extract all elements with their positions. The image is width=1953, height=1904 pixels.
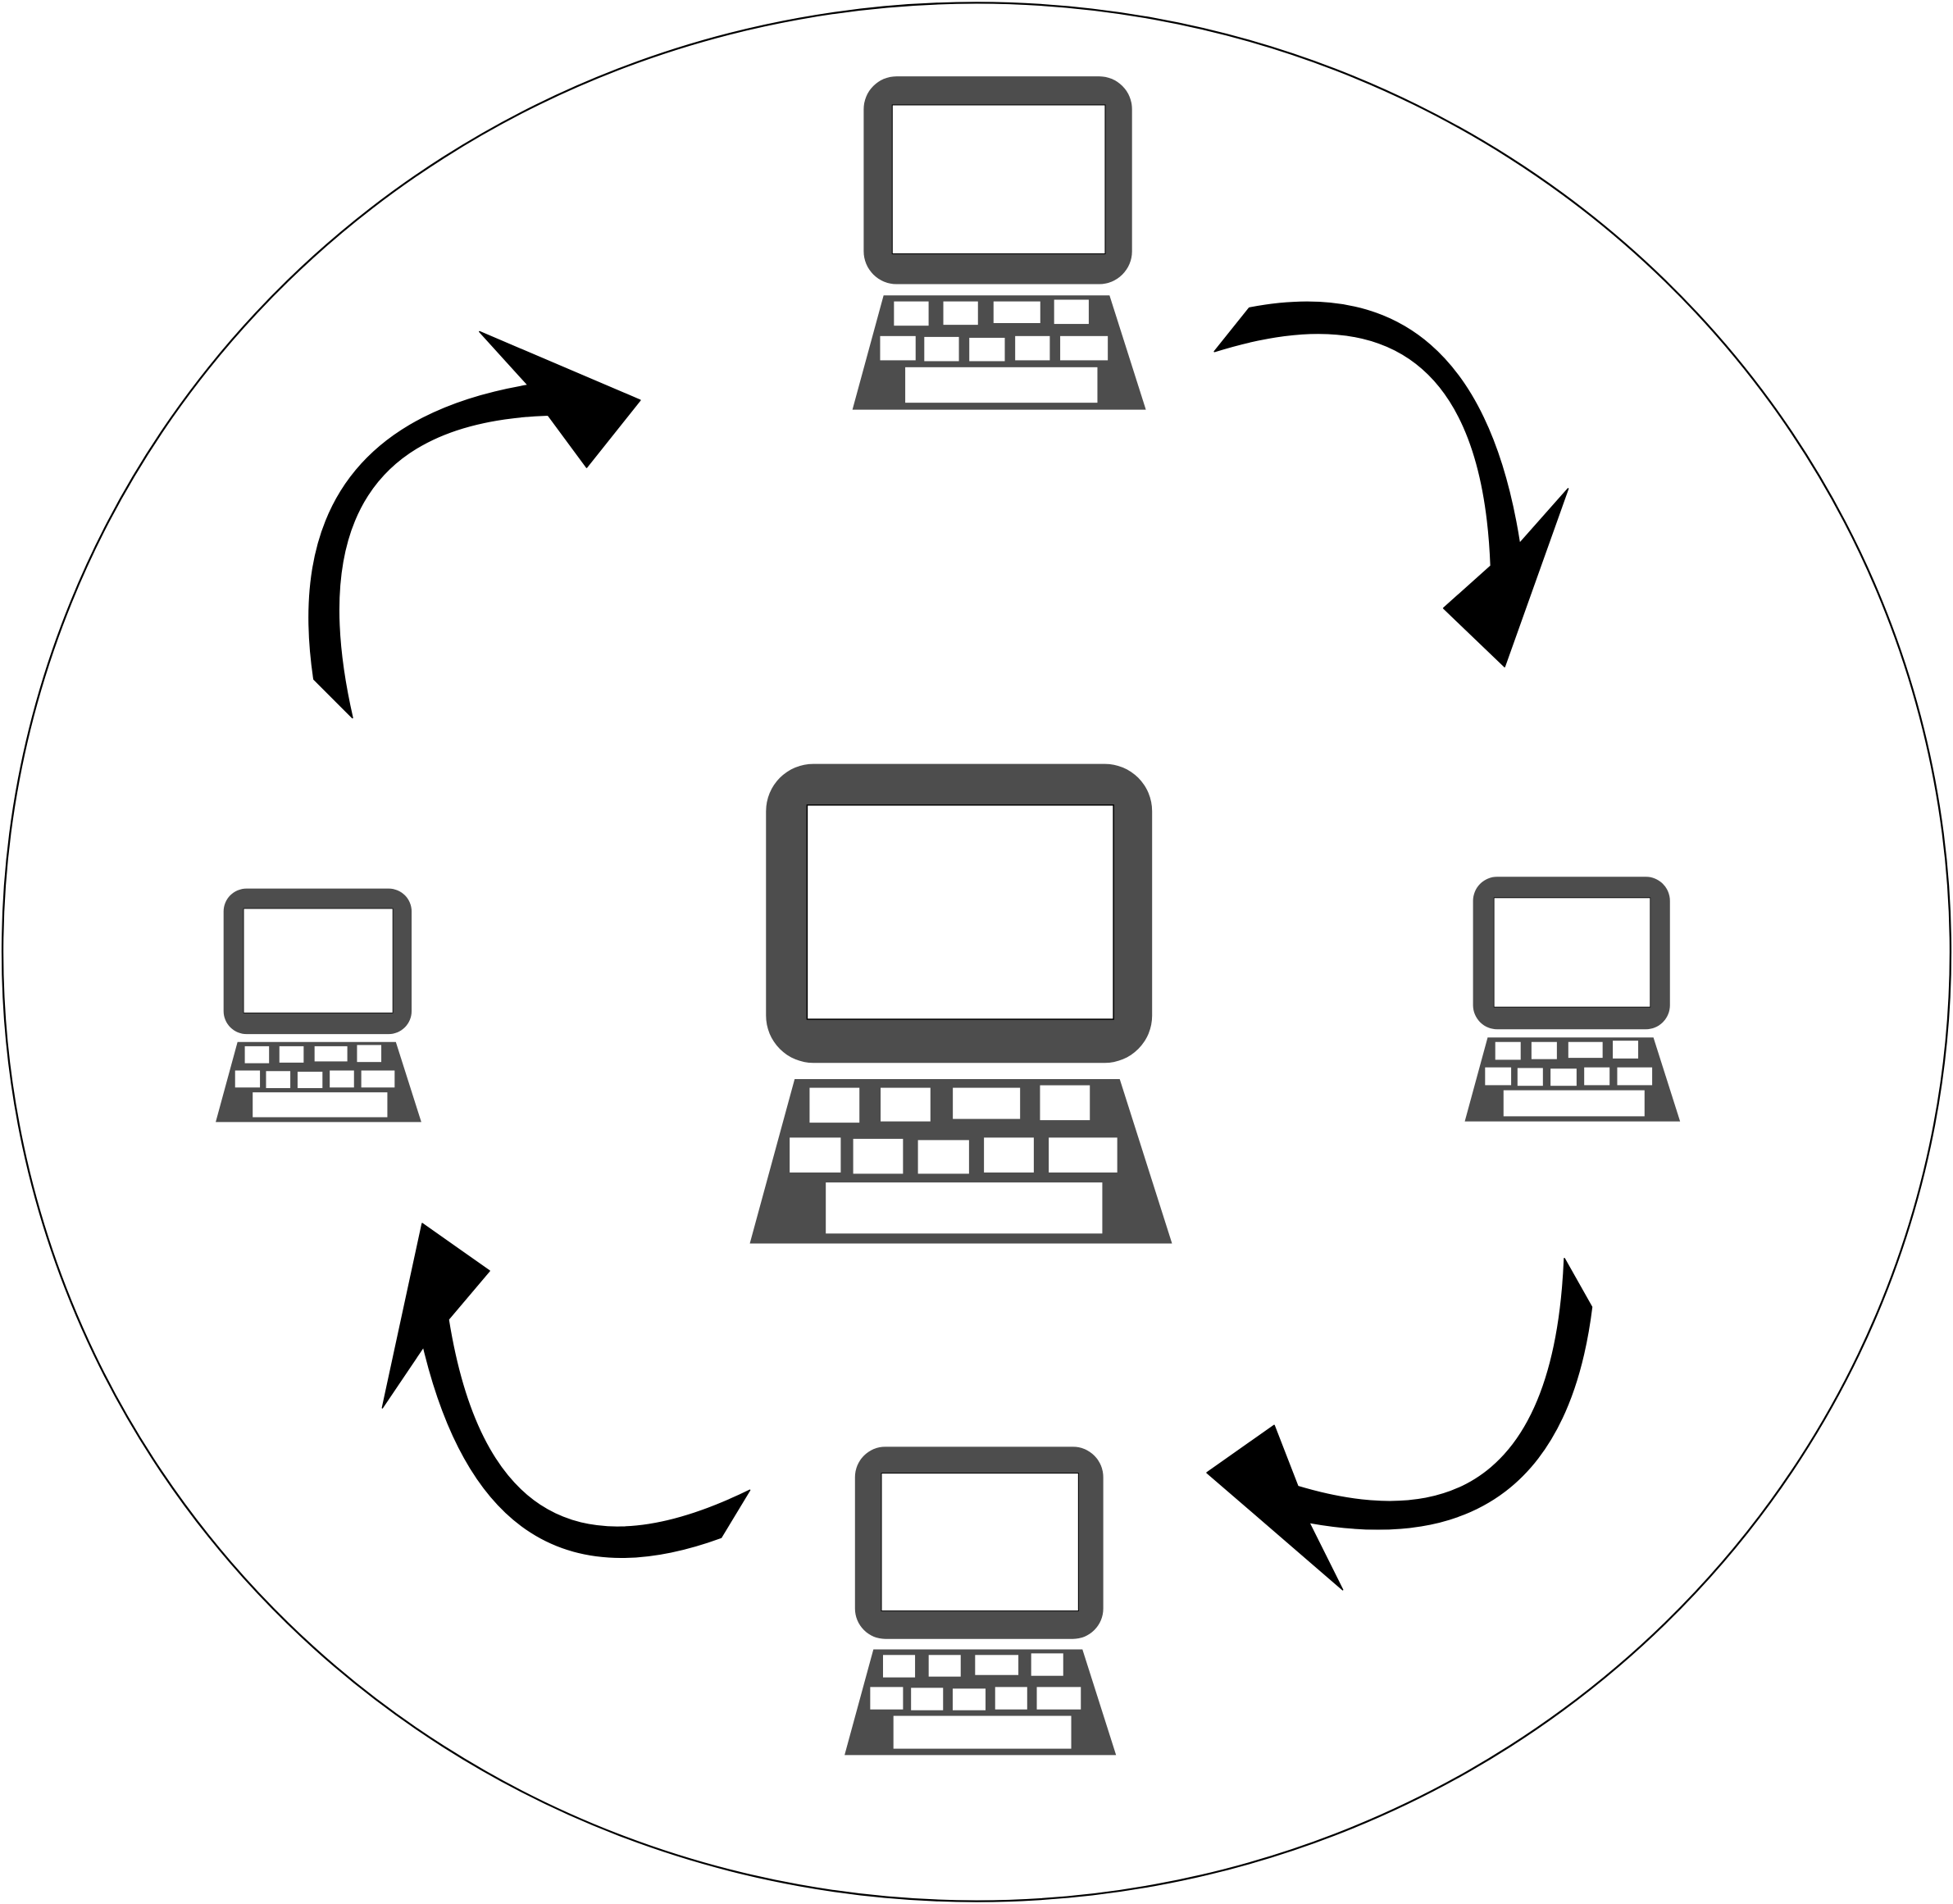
computer-bottom-icon xyxy=(844,1446,1117,1756)
arrow-top-to-right-icon xyxy=(1213,301,1569,667)
computer-center-icon xyxy=(749,763,1173,1245)
arrow-right-to-bottom-icon xyxy=(1206,1257,1593,1591)
computer-right-icon xyxy=(1464,876,1681,1122)
computer-top-icon xyxy=(852,75,1147,411)
computer-left-icon xyxy=(215,888,422,1123)
arrow-bottom-to-left-icon xyxy=(381,1223,751,1558)
arrow-left-to-top-icon xyxy=(308,330,641,719)
